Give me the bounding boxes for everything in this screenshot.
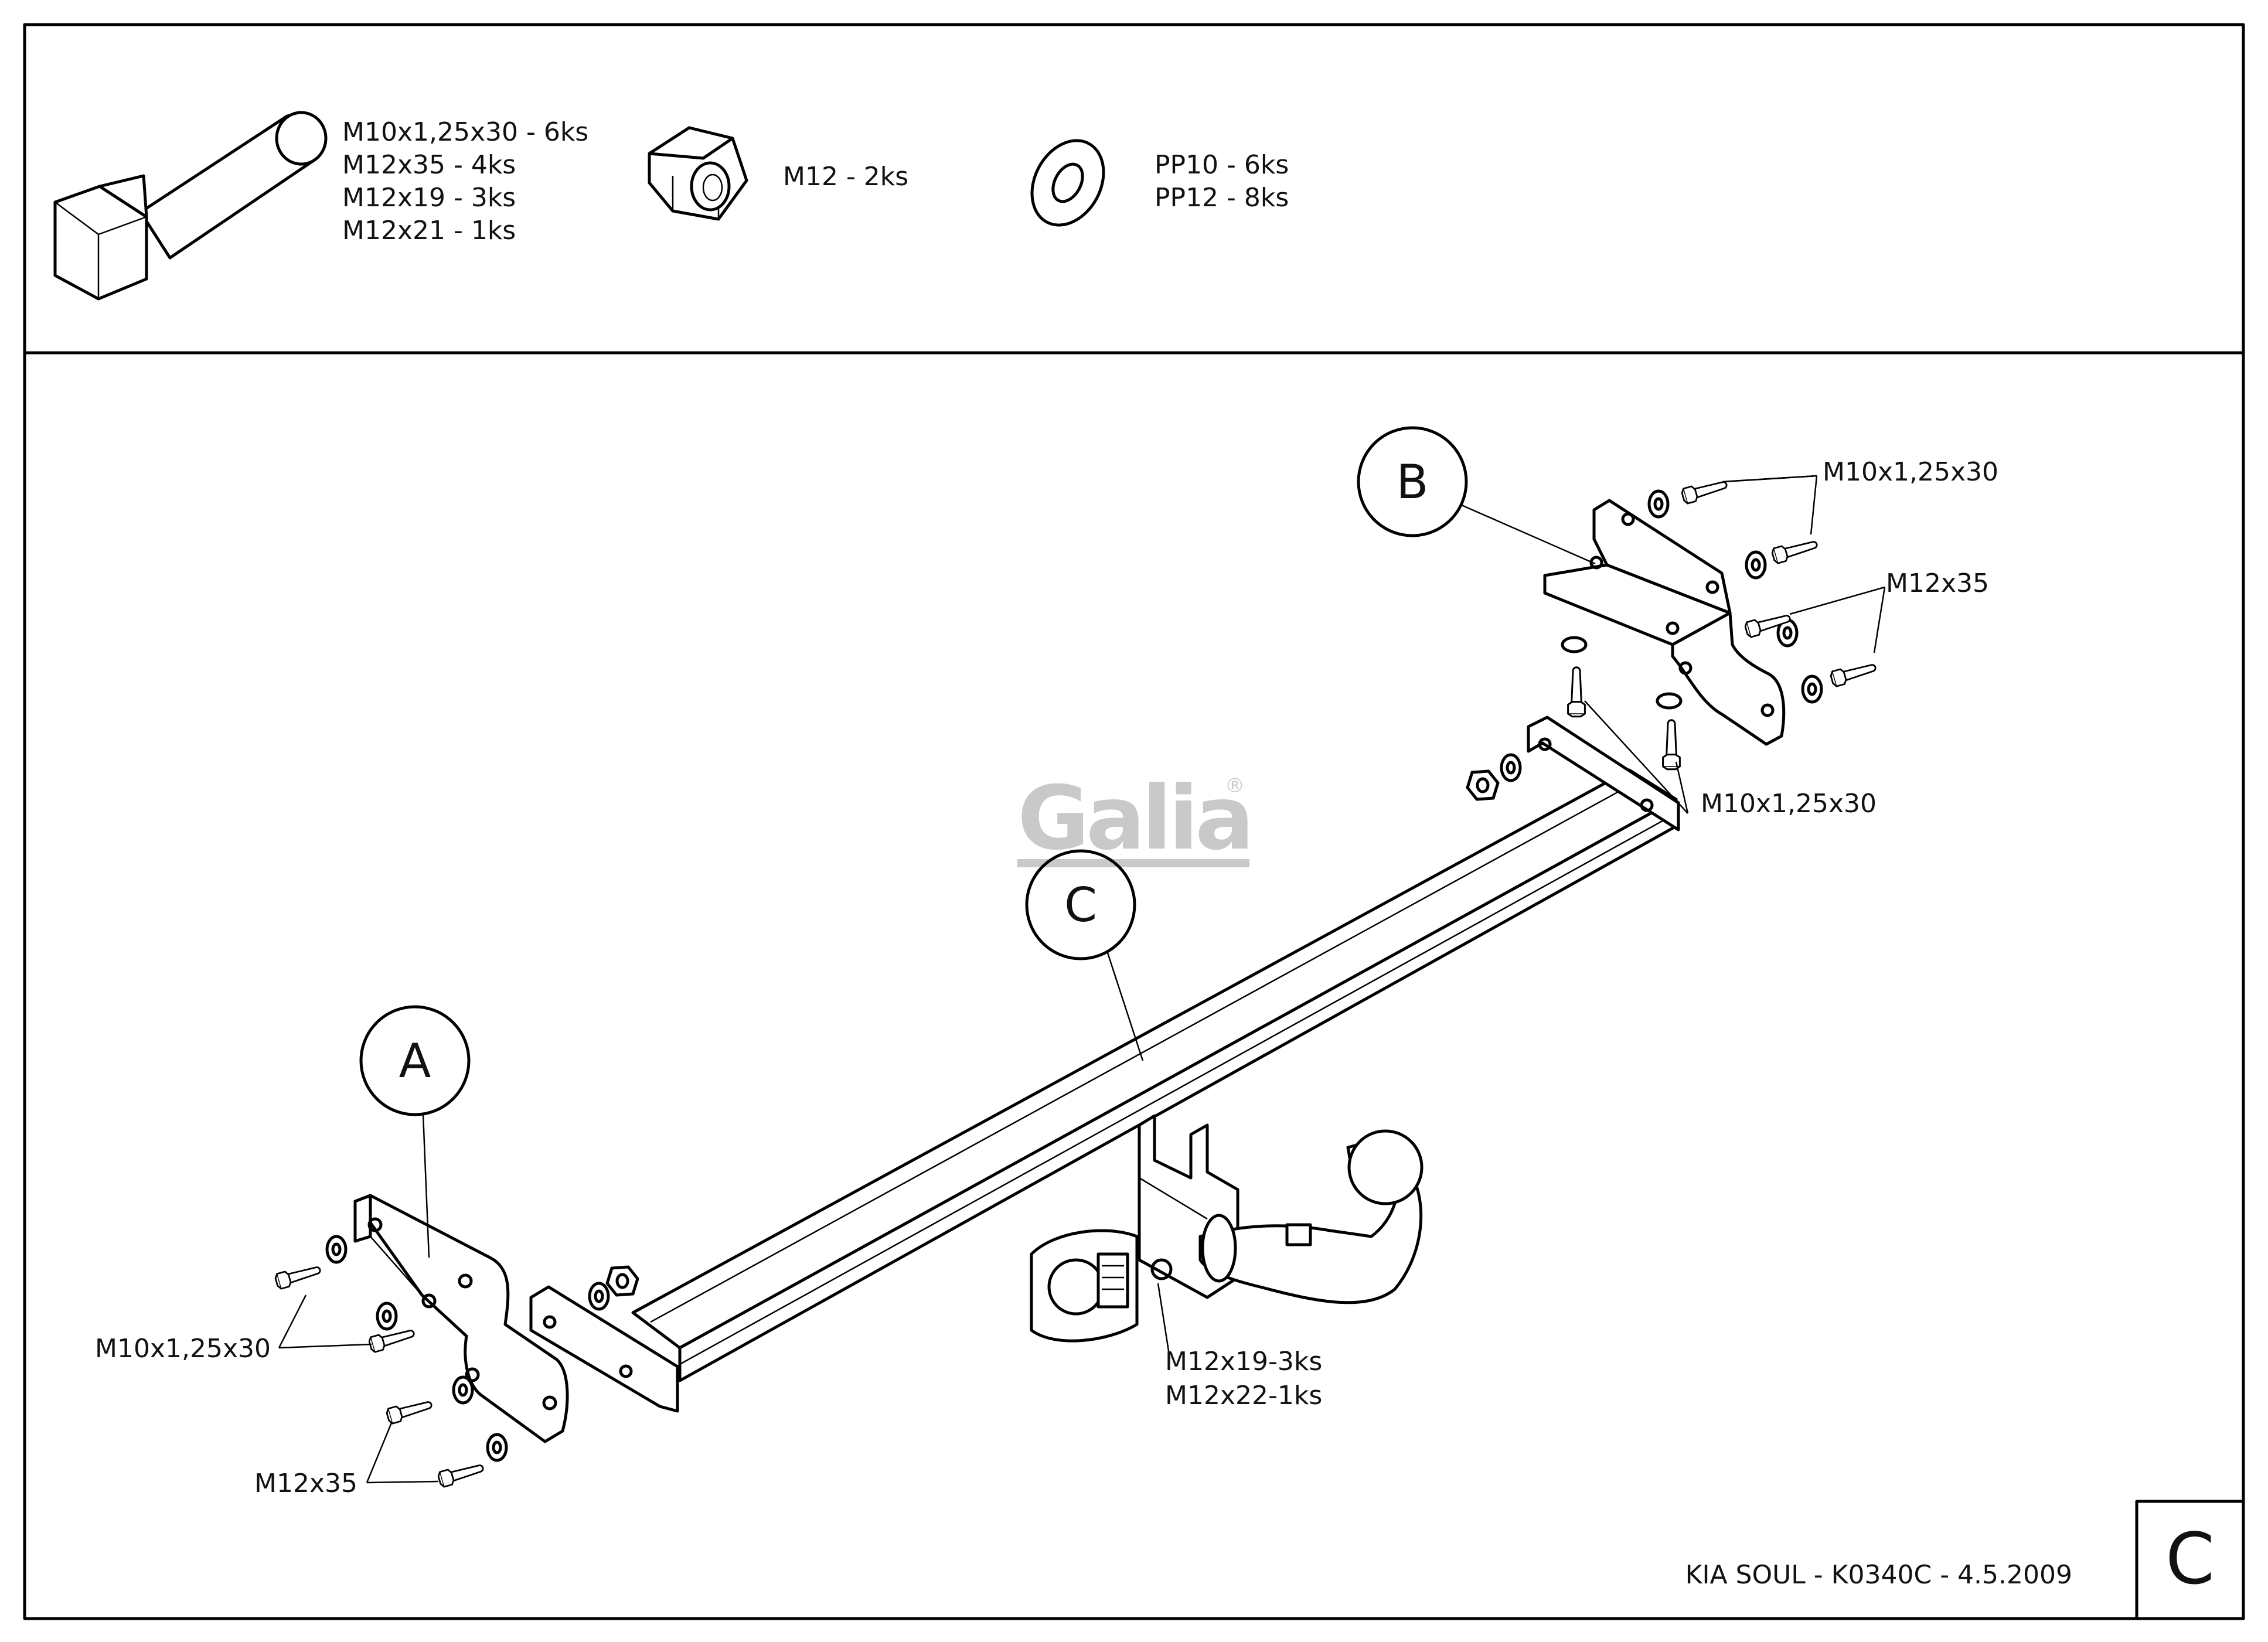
logo-underline [1017, 859, 1249, 867]
fasteners-right-bottom [1561, 636, 1683, 771]
part-b-letter: B [1397, 455, 1429, 509]
nut-spec: M12 - 2ks [783, 162, 908, 192]
logo-wordmark: Galia [1017, 768, 1251, 870]
bolt-spec-line-3: M12x19 - 3ks [342, 183, 516, 213]
part-b-bubble: B [1357, 426, 1596, 565]
galia-logo: Galia ® [1017, 768, 1254, 870]
bolt-spec-line-1: M10x1,25x30 - 6ks [342, 117, 588, 147]
washer-icon [1030, 139, 1105, 227]
bolt-spec-line-2: M12x35 - 4ks [342, 150, 516, 180]
callout-ball-bolts-line-2: M12x22-1ks [1165, 1381, 1322, 1411]
part-c-bubble: C [1025, 849, 1144, 1061]
callout-b-bottom-bolts: M10x1,25x30 [1701, 789, 1877, 819]
tow-ball-neck [1198, 1129, 1424, 1304]
electrical-socket-plate [1030, 1229, 1173, 1343]
callout-b-top-bolts: M10x1,25x30 [1823, 457, 1998, 487]
washer-spec-line-2: PP12 - 8ks [1155, 183, 1289, 213]
right-bracket [1543, 499, 1786, 746]
callout-a-m12-bolts: M12x35 [254, 1469, 357, 1498]
callout-b-m12-bolts: M12x35 [1886, 568, 1989, 598]
sheet-letter: C [2165, 1519, 2215, 1600]
left-end-plate [529, 1285, 679, 1413]
washer-spec-list: PP10 - 6ks PP12 - 8ks [1155, 150, 1289, 213]
cross-beam [631, 768, 1678, 1382]
logo-registered-mark: ® [1225, 774, 1245, 798]
left-bracket [353, 1194, 569, 1443]
drawing-title: KIA SOUL - K0340C - 4.5.2009 [1685, 1560, 2072, 1590]
bolt-spec-line-4: M12x21 - 1ks [342, 216, 516, 246]
sheet-letter-box [2135, 1500, 2245, 1620]
title-block: C KIA SOUL - K0340C - 4.5.2009 [1685, 1500, 2245, 1620]
part-a-letter: A [399, 1034, 431, 1088]
washer-spec-line-1: PP10 - 6ks [1155, 150, 1289, 180]
part-c-letter: C [1064, 878, 1097, 932]
callout-ball-bolts-line-1: M12x19-3ks [1165, 1347, 1322, 1377]
part-a-bubble: A [359, 1005, 471, 1258]
bolt-spec-list: M10x1,25x30 - 6ks M12x35 - 4ks M12x19 - … [342, 117, 588, 246]
drawing-frame [23, 23, 2245, 1620]
callout-leaders [278, 475, 1886, 1484]
fasteners-right-end [1467, 755, 1520, 799]
fasteners-left-end [590, 1267, 638, 1309]
hex-nut-icon [648, 126, 748, 221]
tow-ball [1347, 1129, 1424, 1205]
right-end-plate [1527, 716, 1680, 832]
bolt-icon [53, 111, 328, 301]
callout-a-m10-bolts: M10x1,25x30 [95, 1334, 271, 1364]
